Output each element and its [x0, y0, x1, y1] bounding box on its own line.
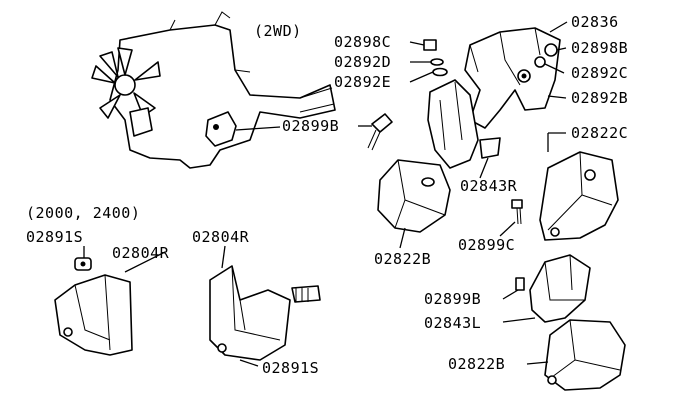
callout-02898b: 02898B — [571, 39, 628, 57]
callout-02843r: 02843R — [460, 177, 518, 195]
callout-02899b-low: 02899B — [424, 290, 481, 308]
leader-lines — [83, 21, 568, 367]
bolt-icon — [367, 113, 393, 151]
callout-02843l: 02843L — [424, 314, 481, 332]
mid-mount-bracket — [209, 265, 321, 361]
callout-02892c: 02892C — [571, 64, 628, 82]
left-mount-bracket — [54, 257, 133, 356]
callout-02899b-top: 02899B — [282, 117, 339, 135]
upper-bracket-assembly — [423, 27, 561, 169]
callout-02891s-left: 02891S — [26, 228, 83, 246]
variant-label: (2WD) — [254, 22, 302, 40]
callout-02892e: 02892E — [334, 73, 391, 91]
mount-insulator-mid — [377, 159, 451, 233]
callout-02899c: 02899C — [458, 236, 515, 254]
callout-02822b-low: 02822B — [448, 355, 505, 373]
callout-02892b: 02892B — [571, 89, 628, 107]
callout-02804r-mid: 02804R — [192, 228, 250, 246]
bolt-icon — [511, 199, 523, 225]
callout-02836: 02836 — [571, 13, 619, 31]
fan-icon — [91, 47, 161, 119]
mount-insulator-low — [544, 319, 626, 391]
lower-bracket-assembly — [515, 254, 591, 323]
callout-02898c: 02898C — [334, 33, 391, 51]
callout-02892d: 02892D — [334, 53, 391, 71]
washer-icon — [423, 39, 448, 77]
callout-02822c: 02822C — [571, 124, 628, 142]
callout-02822b-mid: 02822B — [374, 250, 431, 268]
callout-02891s-mid: 02891S — [262, 359, 319, 377]
engine-note-label: (2000, 2400) — [26, 204, 140, 222]
callout-02804r-left: 02804R — [112, 244, 170, 262]
mount-insulator-right — [539, 151, 619, 241]
engine-assembly — [91, 11, 336, 169]
